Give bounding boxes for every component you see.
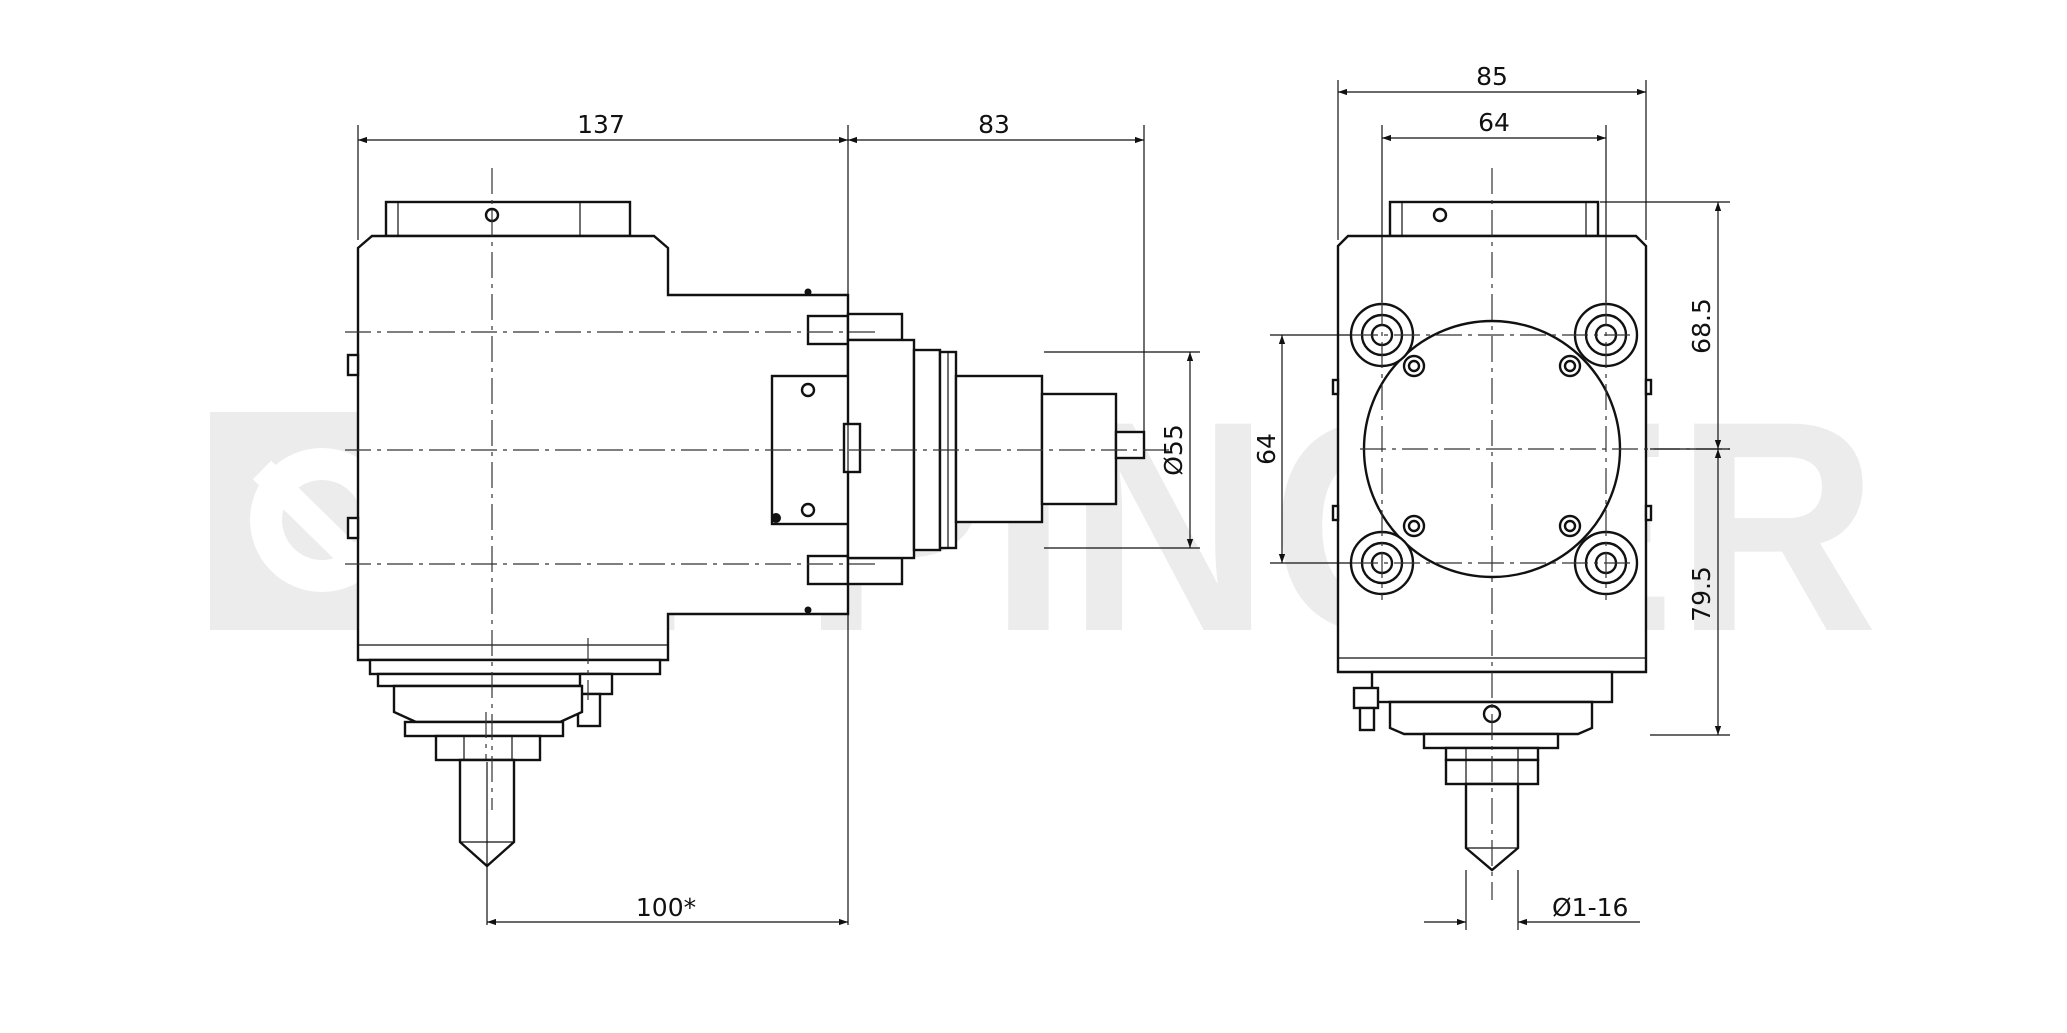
output-length-dimension: 83 (978, 110, 1010, 139)
front-view-dimensions: 85 64 64 68.5 79.5 Ø1-16 (1252, 62, 1730, 930)
collet-range-dimension: Ø1-16 (1552, 893, 1628, 922)
bolt-spacing-vertical-dimension: 64 (1252, 433, 1281, 465)
side-view (345, 168, 1175, 868)
flange-width-dimension: 85 (1476, 62, 1508, 91)
upper-height-dimension: 68.5 (1687, 298, 1716, 354)
overall-length-dimension: 137 (577, 110, 625, 139)
lower-height-dimension: 79.5 (1687, 566, 1716, 622)
reference-length-dimension: 100* (636, 893, 696, 922)
front-view (1331, 168, 1730, 900)
side-view-dimensions: 137 83 100* Ø55 (357, 110, 1200, 926)
bolt-spacing-horizontal-dimension: 64 (1478, 108, 1510, 137)
output-diameter-dimension: Ø55 (1159, 424, 1188, 476)
